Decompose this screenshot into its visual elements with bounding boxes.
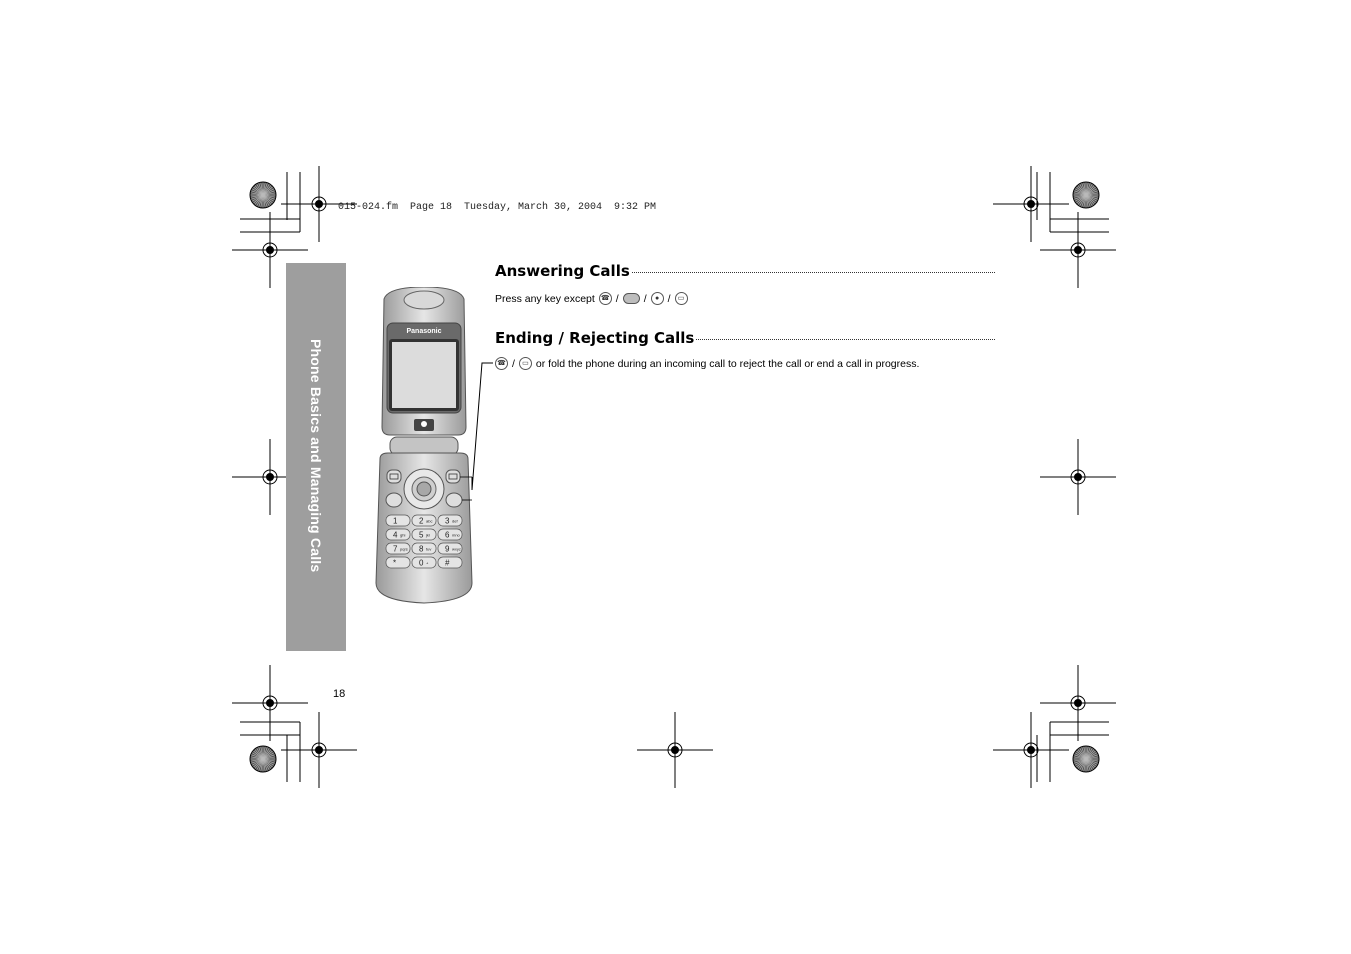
registration-crosshair [232,439,308,515]
right-soft-key-icon: ▭ [518,357,532,370]
svg-text:6: 6 [445,531,450,540]
svg-text:2: 2 [419,517,424,526]
color-starburst [1072,745,1100,773]
color-starburst [249,181,277,209]
keypad-key: * [385,556,411,569]
svg-text:9: 9 [445,545,450,554]
registration-crosshair [993,166,1069,242]
svg-text:1: 1 [393,517,398,526]
svg-text:7: 7 [393,545,398,554]
end-key-icon: ☎ [598,292,612,305]
registration-crosshair [1040,212,1116,288]
registration-crosshair [232,212,308,288]
side-tab-label: Phone Basics and Managing Calls [308,339,324,573]
registration-crosshair [281,166,357,242]
callout-connector [471,362,493,491]
registration-crosshair [1040,439,1116,515]
keypad-key: 1 [385,514,411,527]
answering-calls-section: Answering Calls Press any key except ☎ /… [495,262,995,305]
svg-text:3: 3 [445,517,450,526]
ending-calls-title: Ending / Rejecting Calls [495,329,695,347]
center-select-icon: ● [650,292,664,305]
svg-text:abc: abc [426,519,432,524]
keypad-key: # [437,556,463,569]
registration-crosshair [232,665,308,741]
registration-crosshair [993,712,1069,788]
registration-crosshair [1040,665,1116,741]
svg-text:0: 0 [419,559,424,568]
keypad-key: 0+ [411,556,437,569]
svg-text:8: 8 [419,545,424,554]
svg-text:*: * [393,559,396,568]
registration-crosshair [637,712,713,788]
svg-text:tuv: tuv [426,547,431,552]
separator: / [615,292,619,305]
right-soft-key-icon: ▭ [674,292,688,305]
svg-text:wxyz: wxyz [452,547,461,552]
leader-dots [696,339,995,340]
page-number: 18 [333,688,346,700]
color-starburst [1072,181,1100,209]
svg-text:jkl: jkl [425,533,430,538]
answering-calls-text: Press any key except ☎ / / ● / ▭ [495,292,995,305]
svg-text:5: 5 [419,531,424,540]
phone-brand: Panasonic [406,328,441,335]
ending-calls-section: Ending / Rejecting Calls ☎ / ▭ or fold t… [495,329,995,370]
answering-text-prefix: Press any key except [495,292,595,305]
separator: / [667,292,671,305]
svg-text:def: def [452,519,458,524]
color-starburst [249,745,277,773]
separator: / [512,357,515,370]
end-key-icon: ☎ [495,357,508,370]
side-tab: Phone Basics and Managing Calls [286,263,346,651]
separator: / [643,292,647,305]
svg-text:pqrs: pqrs [400,547,408,552]
leader-dots [631,272,995,273]
svg-text:#: # [445,559,450,568]
svg-text:ghi: ghi [400,533,405,538]
registration-crosshair [281,712,357,788]
ending-calls-text: ☎ / ▭ or fold the phone during an incomi… [495,357,995,370]
ending-text-suffix: or fold the phone during an incoming cal… [535,357,920,370]
answering-calls-title: Answering Calls [495,262,630,280]
svg-text:4: 4 [393,531,398,540]
print-header: 015-024.fm Page 18 Tuesday, March 30, 20… [338,202,657,213]
svg-text:+: + [426,561,429,566]
svg-text:mno: mno [452,533,461,538]
side-key-icon [622,293,640,304]
